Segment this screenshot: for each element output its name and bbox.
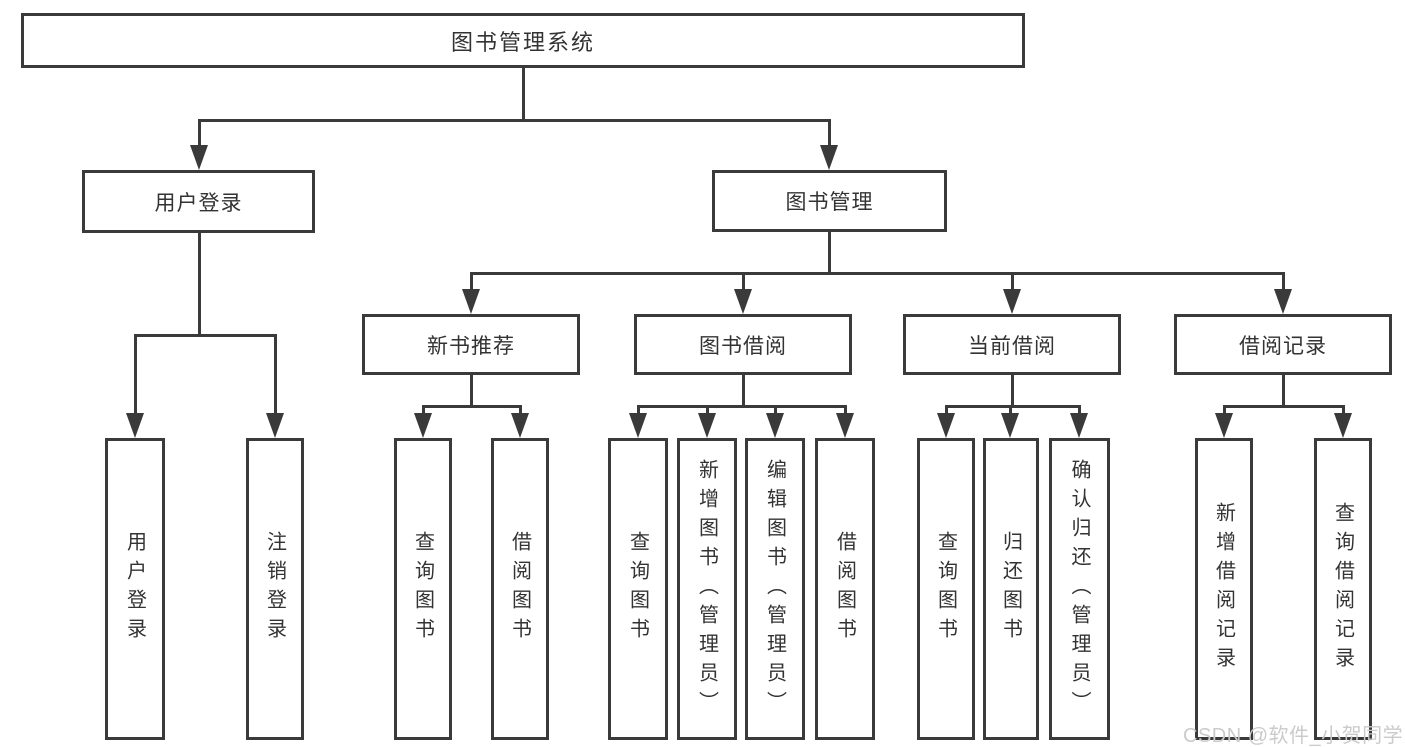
arrowhead-down-icon-root-split-1 <box>820 145 838 170</box>
arrowhead-down-icon-user-login-split-1 <box>266 413 284 438</box>
connector-stem-user-login-split <box>197 233 201 337</box>
node-label-current-borrowing: 当前借阅 <box>968 334 1056 358</box>
arrowhead-down-icon-borrowing-records-split-0 <box>1215 413 1233 438</box>
connector-stem-borrowing-records-split <box>1281 375 1285 408</box>
arrowhead-down-icon-book-management-split-1 <box>734 289 752 314</box>
connector-stem-current-borrowing-split <box>1010 375 1014 408</box>
node-leaf-current-confirm-return-admin: 确认归还（管理员） <box>1049 438 1110 740</box>
node-leaf-logout: 注销登录 <box>246 438 304 740</box>
node-leaf-records-add-record: 新增借阅记录 <box>1195 438 1253 740</box>
connector-drop-new-book-recommend-split-1 <box>518 406 522 415</box>
arrowhead-down-icon-book-management-split-0 <box>462 289 480 314</box>
connector-drop-book-management-split-2 <box>1010 273 1014 291</box>
arrowhead-down-icon-root-split-0 <box>190 145 208 170</box>
connector-rail-new-book-recommend-split <box>421 404 522 408</box>
node-leaf-user-login: 用户登录 <box>105 438 165 740</box>
node-label-leaf-current-query-books: 查询图书 <box>934 531 957 647</box>
connector-drop-book-management-split-3 <box>1281 273 1285 291</box>
connector-drop-current-borrowing-split-0 <box>944 406 948 415</box>
node-label-leaf-rec-query-books: 查询图书 <box>411 531 434 647</box>
connector-drop-borrowing-records-split-1 <box>1341 406 1345 415</box>
node-label-leaf-records-add-record: 新增借阅记录 <box>1212 502 1235 676</box>
arrowhead-down-icon-current-borrowing-split-1 <box>1001 413 1019 438</box>
node-new-book-recommend: 新书推荐 <box>362 314 580 375</box>
arrowhead-down-icon-book-management-split-2 <box>1003 289 1021 314</box>
node-root-system: 图书管理系统 <box>21 13 1025 68</box>
node-label-leaf-borrow-edit-books-admin: 编辑图书（管理员） <box>763 458 786 720</box>
connector-rail-user-login-split <box>133 333 277 337</box>
connector-rail-borrowing-records-split <box>1222 404 1345 408</box>
node-label-leaf-current-return-books: 归还图书 <box>999 531 1022 647</box>
node-label-leaf-borrow-add-books-admin: 新增图书（管理员） <box>695 458 718 720</box>
connector-drop-book-borrowing-split-3 <box>843 406 847 415</box>
connector-stem-new-book-recommend-split <box>469 375 473 408</box>
node-leaf-current-return-books: 归还图书 <box>983 438 1039 740</box>
node-label-leaf-current-confirm-return-admin: 确认归还（管理员） <box>1068 458 1090 720</box>
node-leaf-rec-borrow-books: 借阅图书 <box>491 438 549 740</box>
connector-drop-borrowing-records-split-0 <box>1222 406 1226 415</box>
node-user-login: 用户登录 <box>82 170 315 233</box>
node-label-leaf-user-login: 用户登录 <box>123 531 146 647</box>
connector-drop-user-login-split-0 <box>133 335 137 415</box>
watermark: CSDN @软件_小贺同学 <box>1183 725 1404 747</box>
node-leaf-borrow-borrow-books: 借阅图书 <box>815 438 875 740</box>
node-leaf-borrow-query-books: 查询图书 <box>608 438 668 740</box>
arrowhead-down-icon-user-login-split-0 <box>126 413 144 438</box>
node-leaf-rec-query-books: 查询图书 <box>394 438 452 740</box>
node-label-book-management: 图书管理 <box>785 191 874 214</box>
arrowhead-down-icon-book-management-split-3 <box>1274 289 1292 314</box>
node-leaf-borrow-edit-books-admin: 编辑图书（管理员） <box>745 438 805 740</box>
node-label-borrowing-records: 借阅记录 <box>1239 334 1327 358</box>
node-leaf-records-query-record: 查询借阅记录 <box>1314 438 1372 740</box>
connector-drop-new-book-recommend-split-0 <box>421 406 425 415</box>
node-label-leaf-borrow-borrow-books: 借阅图书 <box>833 531 856 647</box>
connector-stem-book-borrowing-split <box>741 375 745 408</box>
connector-drop-book-management-split-1 <box>741 273 745 291</box>
arrowhead-down-icon-book-borrowing-split-0 <box>629 413 647 438</box>
node-label-leaf-records-query-record: 查询借阅记录 <box>1331 502 1354 676</box>
connector-drop-book-management-split-0 <box>469 273 473 291</box>
node-label-new-book-recommend: 新书推荐 <box>427 334 515 358</box>
arrowhead-down-icon-book-borrowing-split-2 <box>766 413 784 438</box>
connector-drop-current-borrowing-split-2 <box>1077 406 1081 415</box>
node-current-borrowing: 当前借阅 <box>903 314 1121 375</box>
connector-drop-root-split-0 <box>197 120 201 147</box>
arrowhead-down-icon-book-borrowing-split-3 <box>836 413 854 438</box>
node-label-root-system: 图书管理系统 <box>450 29 595 55</box>
arrowhead-down-icon-new-book-recommend-split-1 <box>511 413 529 438</box>
node-borrowing-records: 借阅记录 <box>1174 314 1392 375</box>
arrowhead-down-icon-book-borrowing-split-1 <box>698 413 716 438</box>
node-leaf-borrow-add-books-admin: 新增图书（管理员） <box>677 438 737 740</box>
node-label-leaf-logout: 注销登录 <box>263 531 286 647</box>
node-label-leaf-rec-borrow-books: 借阅图书 <box>508 531 531 647</box>
connector-rail-root-split <box>197 118 831 122</box>
connector-rail-book-management-split <box>469 271 1285 275</box>
arrowhead-down-icon-borrowing-records-split-1 <box>1334 413 1352 438</box>
node-label-leaf-borrow-query-books: 查询图书 <box>626 531 649 647</box>
connector-drop-book-borrowing-split-1 <box>705 406 709 415</box>
arrowhead-down-icon-current-borrowing-split-0 <box>937 413 955 438</box>
connector-drop-root-split-1 <box>827 120 831 147</box>
connector-drop-book-borrowing-split-0 <box>636 406 640 415</box>
connector-stem-book-management-split <box>827 232 831 275</box>
arrowhead-down-icon-current-borrowing-split-2 <box>1070 413 1088 438</box>
node-book-borrowing: 图书借阅 <box>634 314 852 375</box>
connector-rail-current-borrowing-split <box>944 404 1081 408</box>
connector-stem-root-split <box>521 68 525 122</box>
node-leaf-current-query-books: 查询图书 <box>917 438 975 740</box>
node-book-management: 图书管理 <box>712 170 947 232</box>
connector-drop-current-borrowing-split-1 <box>1008 406 1012 415</box>
node-label-user-login: 用户登录 <box>154 191 243 215</box>
connector-drop-book-borrowing-split-2 <box>773 406 777 415</box>
connector-rail-book-borrowing-split <box>636 404 847 408</box>
arrowhead-down-icon-new-book-recommend-split-0 <box>414 413 432 438</box>
connector-drop-user-login-split-1 <box>273 335 277 415</box>
node-label-book-borrowing: 图书借阅 <box>699 334 787 358</box>
